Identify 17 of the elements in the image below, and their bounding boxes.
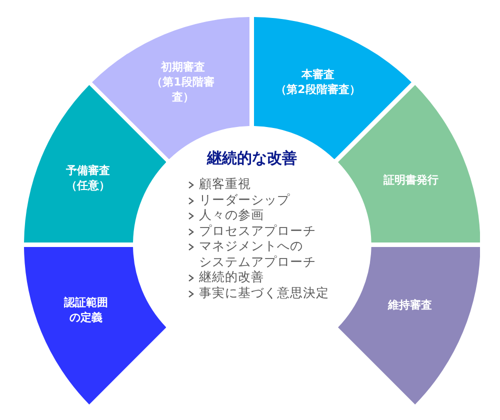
center-heading: 継続的な改善 (207, 148, 297, 168)
stage-label: 認証範囲の定義 (62, 294, 109, 325)
stage-note: （第2段階審査） (276, 82, 360, 97)
principle-text: 人々の参画 (198, 207, 264, 222)
principle-text: プロセスアプローチ (198, 222, 316, 238)
stage-note: （任意） (66, 178, 110, 193)
principle-text: 継続的改善 (198, 269, 264, 284)
stage-label: 予備審査 (66, 162, 110, 178)
principle-text: リーダーシップ (198, 192, 290, 207)
stage-note: （第1段階審査） (150, 74, 216, 104)
principle-text: マネジメントへのシステムアプローチ (198, 238, 317, 269)
principle-text: 事実に基づく意思決定 (198, 284, 329, 300)
stage-label: 本審査 (301, 66, 334, 82)
stage-label: 初期審査 (160, 59, 205, 74)
principle-text: 顧客重視 (198, 176, 251, 192)
stage-label: 維持審査 (388, 297, 432, 312)
stage-label: 証明書発行 (383, 172, 438, 188)
